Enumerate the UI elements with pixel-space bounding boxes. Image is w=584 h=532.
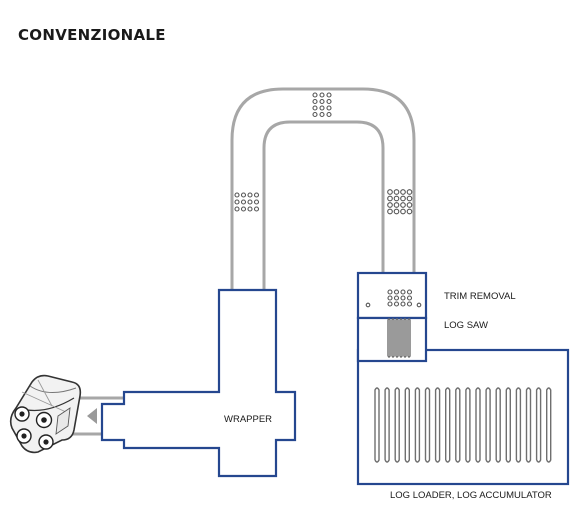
wrapper-label: WRAPPER (224, 414, 272, 425)
product-dot (247, 192, 253, 198)
product-dot (253, 206, 260, 212)
product-dot (400, 202, 406, 208)
diagram-title: CONVENZIONALE (18, 26, 166, 44)
accumulator-rod (414, 387, 421, 463)
accumulator-rod (394, 387, 400, 463)
product-dot (406, 202, 413, 208)
saw-blade (395, 318, 399, 358)
product-dot (326, 98, 332, 105)
saw-blade (399, 318, 403, 358)
trim-removal-label: TRIM REMOVAL (444, 291, 516, 302)
product-dot (319, 98, 325, 105)
conveyor-outer-path (230, 87, 416, 290)
trim-removal-product-dots (387, 289, 413, 307)
accumulator-rod (404, 387, 410, 463)
accumulator-rod (495, 387, 501, 463)
trim-marker-right (416, 302, 422, 308)
product-dot (393, 301, 400, 307)
product-dot (253, 192, 260, 198)
product-dot (387, 289, 393, 295)
saw-blade (403, 318, 407, 358)
conveyor (230, 87, 416, 290)
product-dot (387, 195, 393, 202)
accumulator-rod (465, 387, 471, 463)
accumulator-rod (485, 387, 491, 463)
product-dot (240, 199, 247, 205)
trim-marker-left (365, 302, 371, 308)
product-dot (234, 192, 240, 198)
conveyor-product-dots-right (387, 189, 413, 215)
accumulator-rod (434, 387, 441, 463)
saw-blade (391, 318, 395, 358)
log-saw-blades (387, 318, 411, 358)
product-dot (393, 208, 400, 215)
product-dot (387, 189, 393, 195)
product-dot (400, 195, 406, 202)
product-dot (393, 295, 400, 301)
product-dot (326, 92, 332, 98)
accumulator-rod (455, 387, 461, 463)
log-accumulator-rods (374, 387, 552, 463)
product-dot (400, 301, 406, 307)
log-saw-label: LOG SAW (444, 320, 488, 331)
product-dot (319, 105, 325, 111)
accumulator-rod (535, 387, 542, 463)
accumulator-rod (505, 387, 511, 463)
accumulator-rod (525, 387, 532, 463)
product-dot (240, 206, 247, 212)
product-dot (326, 105, 332, 111)
product-dot (312, 111, 318, 118)
product-dot (247, 199, 253, 205)
conveyor-product-dots-top (312, 92, 332, 118)
product-dot (387, 208, 393, 215)
product-dot (240, 192, 247, 198)
product-dot (326, 111, 332, 118)
product-dot (406, 189, 413, 195)
product-dot (406, 208, 413, 215)
log-loader-machine (356, 348, 570, 486)
product-dot (393, 195, 400, 202)
product-dot (400, 189, 406, 195)
product-dot (406, 195, 413, 202)
product-dot (253, 199, 260, 205)
product-dot (234, 199, 240, 205)
product-dot (393, 202, 400, 208)
product-dot (312, 105, 318, 111)
conveyor-inner-path (262, 120, 385, 290)
product-dot (400, 289, 406, 295)
product-dot (387, 295, 393, 301)
wrapper-machine (100, 288, 297, 478)
conveyor-product-dots-left (234, 192, 260, 212)
roll-package-icon (9, 374, 82, 454)
accumulator-rod (515, 387, 522, 463)
product-dot (234, 206, 240, 212)
product-dot (406, 301, 413, 307)
product-dot (406, 289, 413, 295)
accumulator-rod (424, 387, 431, 463)
product-dot (312, 98, 318, 105)
product-dot (393, 189, 400, 195)
log-loader-label: LOG LOADER, LOG ACCUMULATOR (390, 490, 552, 501)
accumulator-rod (374, 387, 380, 463)
product-dot (312, 92, 318, 98)
product-dot (387, 301, 393, 307)
product-dot (387, 202, 393, 208)
saw-blade (387, 318, 391, 358)
trim-removal-machine (356, 271, 428, 320)
product-dot (400, 295, 406, 301)
product-dot (393, 289, 400, 295)
saw-blade (407, 318, 411, 358)
product-dot (319, 111, 325, 118)
product-dot (400, 208, 406, 215)
accumulator-rod (546, 387, 552, 463)
product-dot (247, 206, 253, 212)
product-dot (319, 92, 325, 98)
direction-arrow-icon (87, 408, 97, 424)
product-dot (406, 295, 413, 301)
accumulator-rod (445, 387, 451, 463)
accumulator-rod (475, 387, 481, 463)
accumulator-rod (384, 387, 390, 463)
